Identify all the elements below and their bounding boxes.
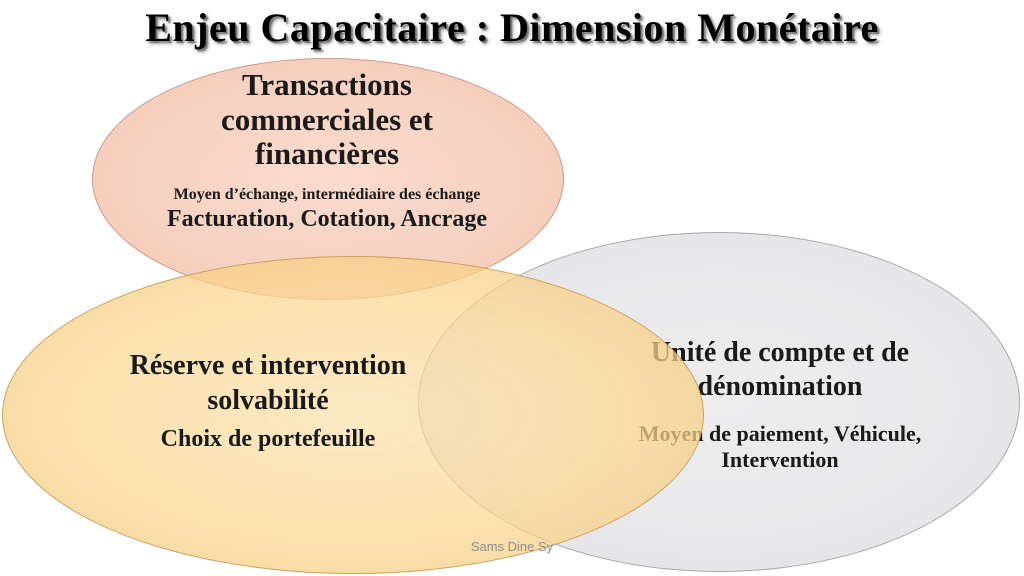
transactions-title-line-3: financières — [254, 136, 400, 172]
unite-title-line-1: Unité de compte et de — [650, 337, 910, 368]
reserve-title-line-2: solvabilité — [207, 385, 329, 416]
transactions-detail: Facturation, Cotation, Ancrage — [167, 206, 487, 233]
reserve-text-block: Réserve et intervention solvabilité Choi… — [52, 348, 484, 453]
reserve-detail: Choix de portefeuille — [160, 426, 376, 452]
transactions-title-line-1: Transactions — [242, 67, 412, 102]
unite-text-block: Unité de compte et de dénomination Moyen… — [598, 336, 962, 473]
reserve-title-line-1: Réserve et intervention — [129, 350, 407, 381]
reserve-ellipse — [2, 256, 704, 574]
watermark: Sams Dine Sy — [470, 539, 554, 554]
unite-title-line-2: dénomination — [697, 371, 863, 403]
transactions-subtitle: Moyen d’échange, intermédiaire des échan… — [173, 186, 481, 204]
unite-detail: Moyen de paiement, Véhicule, Interventio… — [598, 421, 962, 473]
transactions-text-block: Transactions commerciales et financières… — [92, 58, 562, 233]
transactions-title-line-2: commerciales et — [220, 101, 433, 137]
slide-title: Enjeu Capacitaire : Dimension Monétaire — [145, 5, 879, 50]
unite-detail-line-2: Intervention — [721, 447, 839, 473]
